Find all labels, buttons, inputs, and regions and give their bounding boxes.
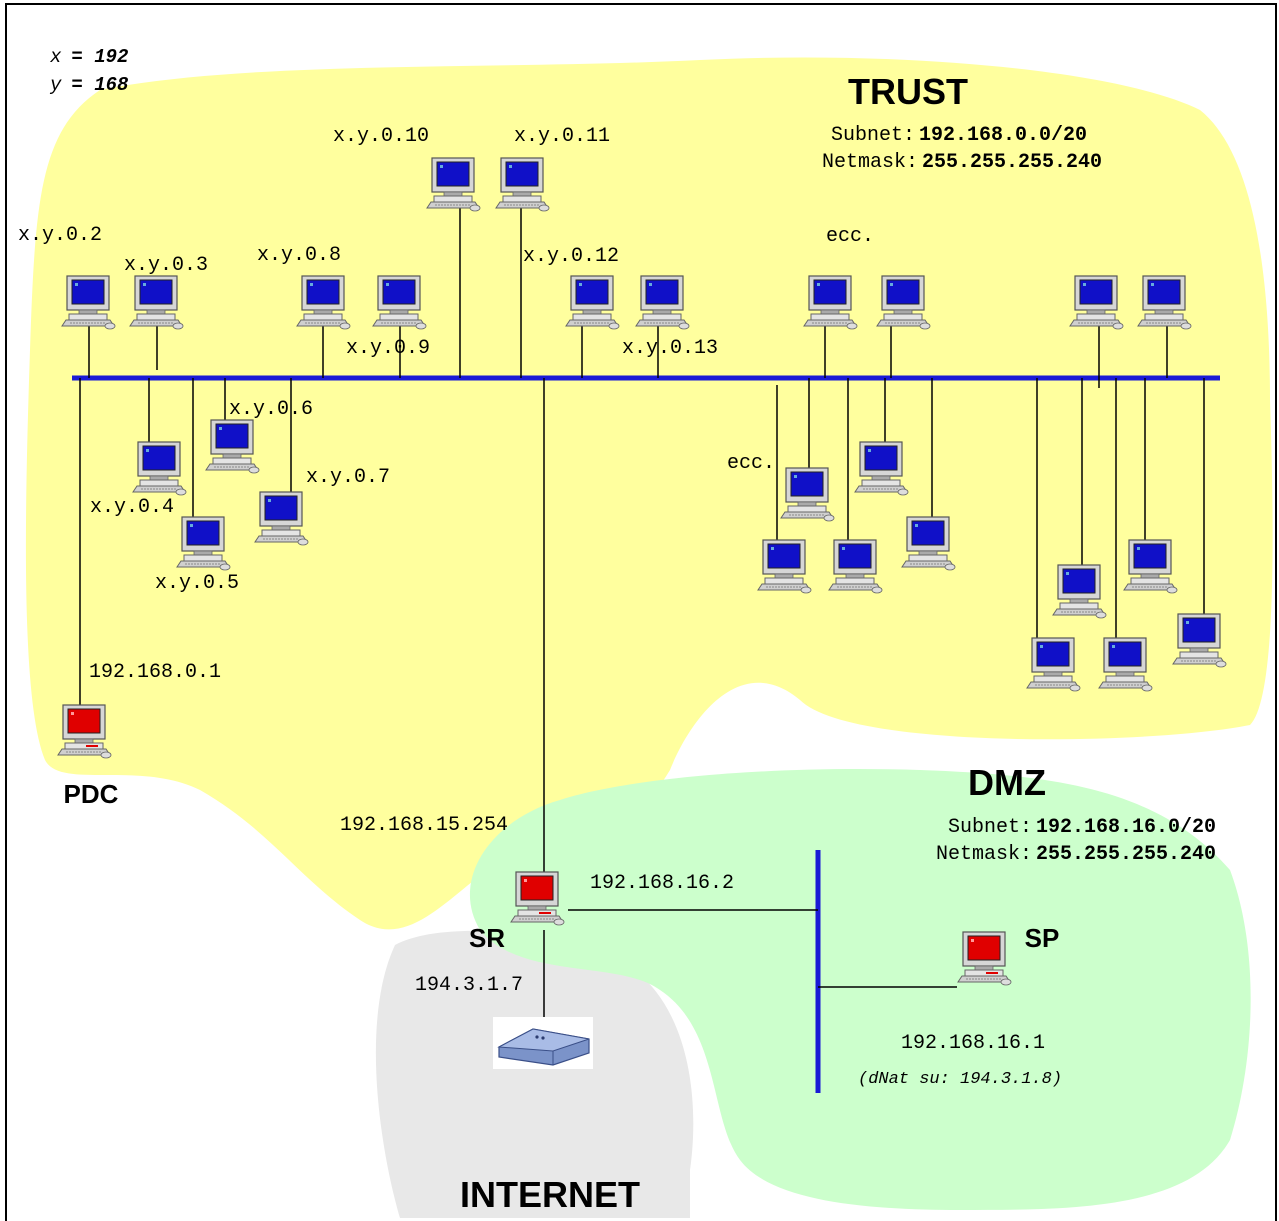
router-icon [493,1017,593,1069]
trust-netmask: Netmask: 255.255.255.240 [822,151,1102,174]
sr-ip-internet: 194.3.1.7 [415,974,523,997]
sp-dnat: (dNat su: 194.3.1.8) [858,1070,1062,1089]
ip-label: x.y.0.2 [18,224,102,247]
workstation-icon [296,275,351,330]
dmz-zone [469,769,1251,1210]
workstation-icon [1123,539,1178,594]
workstation-icon [426,157,481,212]
pdc-name: PDC [64,779,119,809]
trust-title: TRUST [848,71,968,112]
ip-label: x.y.0.13 [622,337,718,360]
sr-ip-trust: 192.168.15.254 [340,814,508,837]
workstation-icon [757,539,812,594]
trust-subnet: Subnet: 192.168.0.0/20 [831,124,1087,147]
workstation-icon [828,539,883,594]
pdc-server-icon [57,704,112,759]
svg-text:x= 192: x = 192 [49,46,128,68]
workstation-icon [1069,275,1124,330]
workstation-icon [803,275,858,330]
workstation-icon [780,467,835,522]
ip-label: x.y.0.9 [346,337,430,360]
sp-ip: 192.168.16.1 [901,1032,1045,1055]
variable-legend: x = 192 y = 168 [49,46,128,96]
workstation-icon [372,275,427,330]
workstation-icon [565,275,620,330]
dmz-title: DMZ [968,762,1046,803]
workstation-icon [1137,275,1192,330]
workstation-icon [495,157,550,212]
client-ip-labels: x.y.0.2 x.y.0.3 x.y.0.4 x.y.0.5 x.y.0.6 … [18,125,874,595]
internet-title: INTERNET [460,1174,640,1215]
sr-ip-dmz: 192.168.16.2 [590,872,734,895]
workstation-icon [854,441,909,496]
workstation-icon [254,491,309,546]
x-var-label: x [49,46,62,68]
ip-label: x.y.0.12 [523,245,619,268]
ip-label: x.y.0.11 [514,125,610,148]
internet-zone [375,930,694,1218]
network-wires [79,208,1205,1017]
workstation-icon [61,275,116,330]
ip-label: x.y.0.4 [90,496,174,519]
ip-label: x.y.0.8 [257,244,341,267]
workstation-icon [1026,637,1081,692]
workstation-icon [1172,613,1227,668]
workstation-icon [635,275,690,330]
workstation-icon [176,516,231,571]
workstation-icon [205,419,260,474]
ip-label: x.y.0.6 [229,398,313,421]
workstation-icon [132,441,187,496]
workstation-icon [1052,564,1107,619]
y-var-value: = 168 [71,74,128,96]
ip-label: x.y.0.7 [306,466,390,489]
workstation-icon [129,275,184,330]
svg-text:y= 168: y = 168 [49,74,128,96]
workstation-icon [1098,637,1153,692]
sr-name: SR [469,923,505,953]
sp-server-icon [957,931,1012,986]
ip-label: x.y.0.10 [333,125,429,148]
workstation-icon [901,516,956,571]
dmz-netmask: Netmask: 255.255.255.240 [936,843,1216,866]
sp-name: SP [1025,923,1060,953]
y-var-label: y [49,74,62,96]
ip-label: x.y.0.5 [155,572,239,595]
dmz-subnet: Subnet: 192.168.16.0/20 [948,816,1216,839]
sr-server-icon [510,871,565,926]
ecc-label: ecc. [727,452,775,475]
ip-label: x.y.0.3 [124,254,208,277]
x-var-value: = 192 [71,46,128,68]
pdc-ip: 192.168.0.1 [89,661,221,684]
ecc-label: ecc. [826,225,874,248]
workstation-icon [876,275,931,330]
